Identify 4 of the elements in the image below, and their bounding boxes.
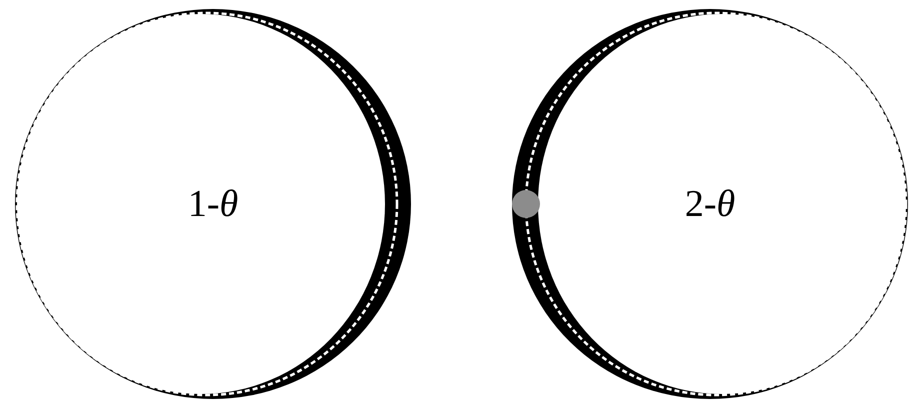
circle-label: 1-θ [188, 182, 238, 226]
ring-circle [511, 8, 909, 400]
ring-circle [14, 8, 412, 400]
circle-label: 2-θ [684, 182, 736, 226]
